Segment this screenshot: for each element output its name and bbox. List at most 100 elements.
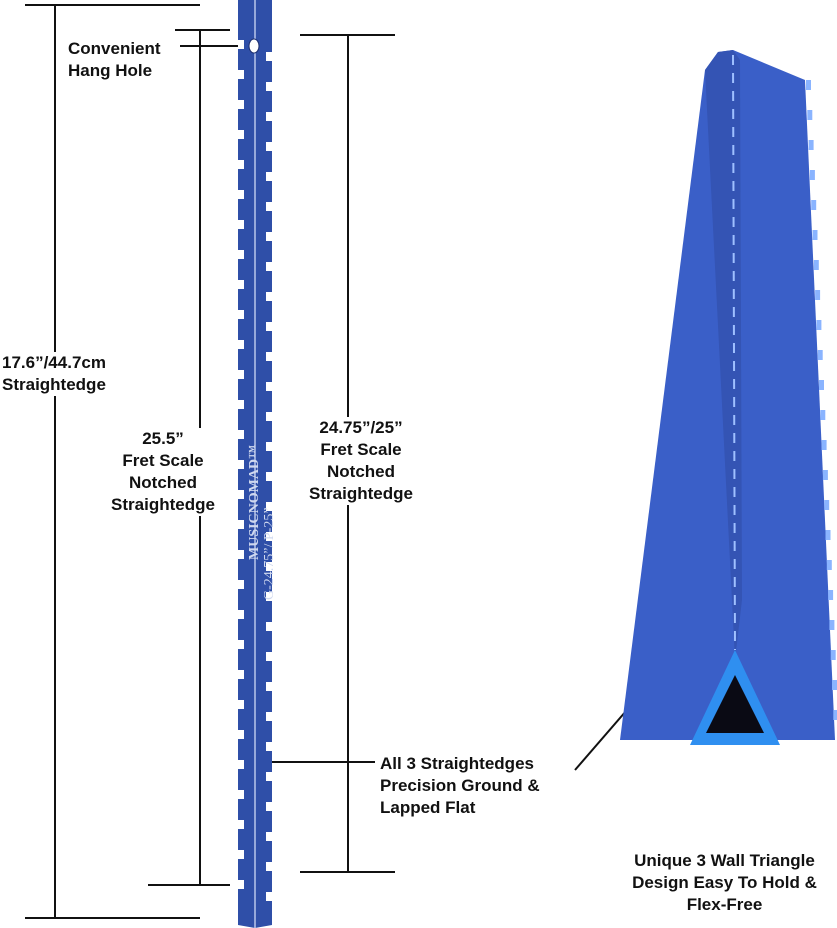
ruler-notch (238, 850, 244, 859)
ruler-notch (266, 862, 272, 871)
ruler-notch (828, 590, 834, 600)
ruler-notch (238, 820, 244, 829)
hang-hole (248, 38, 260, 54)
ruler-notch (829, 620, 835, 630)
ruler-notch (238, 70, 244, 79)
ruler-notch (238, 580, 244, 589)
ruler-notch (266, 802, 272, 811)
ruler-notch (238, 40, 244, 49)
ruler-notch (826, 560, 832, 570)
ruler-notch (822, 470, 828, 480)
ruler-notch (266, 52, 272, 61)
ruler-notch (238, 220, 244, 229)
ruler-notch (238, 730, 244, 739)
ruler-notch (266, 232, 272, 241)
label-line: Precision Ground & (380, 776, 540, 795)
triangle-label: Unique 3 Wall Triangle Design Easy To Ho… (612, 850, 837, 916)
ruler-notch (811, 200, 817, 210)
ruler-notch (266, 112, 272, 121)
ruler-notch (238, 760, 244, 769)
ruler-notch (238, 400, 244, 409)
label-line: Straightedge (2, 375, 106, 394)
ruler-brand: MUSICNOMAD™ (247, 444, 262, 560)
ruler-notch (825, 530, 831, 540)
ruler-notch (812, 230, 818, 240)
ruler-notch (266, 502, 272, 511)
label-line: Hang Hole (68, 61, 153, 80)
ruler-notch (821, 440, 827, 450)
ruler-notch (238, 100, 244, 109)
ruler-notch (238, 160, 244, 169)
label-line: Fret Scale (320, 440, 402, 459)
ruler-notch (238, 490, 244, 499)
label-line: Notched (327, 462, 395, 481)
ruler-notch (266, 832, 272, 841)
ruler-notch (266, 592, 272, 601)
ruler-notch (238, 310, 244, 319)
scale-2475-label: 24.75”/25” Fret Scale Notched Straighted… (298, 417, 424, 505)
overall-length-label: 17.6”/44.7cm Straightedge (2, 352, 106, 396)
ruler-notch (238, 550, 244, 559)
ruler-notch (813, 260, 819, 270)
ruler-notch (266, 142, 272, 151)
ruler-notch (266, 202, 272, 211)
ruler-notch (830, 650, 836, 660)
ruler-notch (266, 892, 272, 901)
ruler-notch (266, 562, 272, 571)
ruler-notch (266, 532, 272, 541)
ruler-notch (266, 652, 272, 661)
label-line: Lapped Flat (380, 798, 476, 817)
ruler-notch (833, 710, 837, 720)
label-line: Flex-Free (686, 895, 763, 914)
ruler-notch (809, 170, 815, 180)
ruler-scales: G-24.75”/ P-25” (262, 507, 277, 600)
ruler-notch (266, 172, 272, 181)
ruler-notch (266, 742, 272, 751)
right-straightedge (620, 50, 837, 745)
label-line: 24.75”/25” (319, 418, 403, 437)
ruler-notch (238, 130, 244, 139)
ruler-notch (238, 610, 244, 619)
label-line: Unique 3 Wall Triangle (634, 851, 815, 870)
left-straightedge (238, 0, 272, 928)
label-line: All 3 Straightedges (380, 754, 534, 773)
ruler-notch (238, 250, 244, 259)
ruler-notch (238, 670, 244, 679)
ruler-notch (238, 430, 244, 439)
scale-255-label: 25.5” Fret Scale Notched Straightedge (100, 428, 226, 516)
label-line: Straightedge (111, 495, 215, 514)
ruler-notch (808, 140, 814, 150)
ruler-notch (238, 790, 244, 799)
ruler-notch (266, 442, 272, 451)
ruler-notch (266, 292, 272, 301)
ruler-notch (238, 700, 244, 709)
label-line: Notched (129, 473, 197, 492)
ruler-notch (266, 712, 272, 721)
ruler-notch (266, 622, 272, 631)
ruler-notch (820, 410, 826, 420)
ruler-notch (238, 460, 244, 469)
ruler-notch (266, 262, 272, 271)
ruler-notch (817, 350, 823, 360)
ruler-notch (238, 640, 244, 649)
label-line: 17.6”/44.7cm (2, 353, 106, 372)
ruler-notch (238, 370, 244, 379)
ruler-notch (238, 880, 244, 889)
hang-hole-label: Convenient Hang Hole (68, 38, 161, 82)
label-line: Convenient (68, 39, 161, 58)
label-line: Design Easy To Hold & (632, 873, 817, 892)
ruler-notch (266, 682, 272, 691)
ruler-notch (807, 110, 813, 120)
ruler-notch (832, 680, 837, 690)
ruler-notch (816, 320, 822, 330)
ruler-notch (266, 382, 272, 391)
ruler-notch (806, 80, 811, 90)
label-line: Straightedge (309, 484, 413, 503)
precision-label: All 3 Straightedges Precision Ground & L… (380, 753, 540, 819)
label-line: 25.5” (142, 429, 184, 448)
ruler-notch (266, 82, 272, 91)
ruler-notch (266, 472, 272, 481)
ruler-notch (819, 380, 824, 390)
ruler-notch (266, 772, 272, 781)
